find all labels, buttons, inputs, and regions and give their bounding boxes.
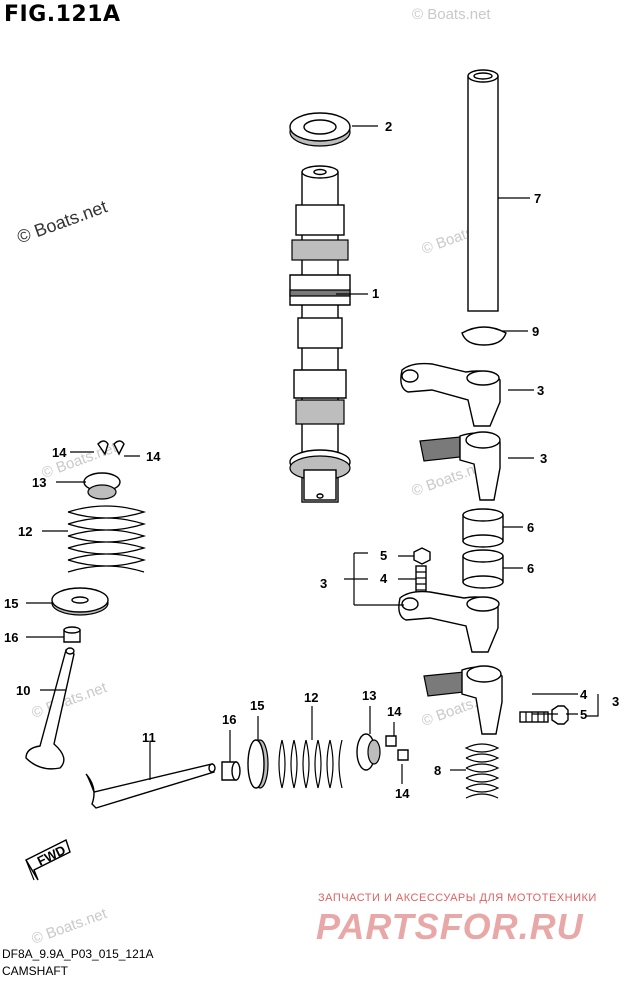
fwd-arrow (25, 839, 71, 881)
adjusting-screw (519, 711, 549, 723)
shop-tagline: ЗАПЧАСТИ И АКСЕССУАРЫ ДЛЯ МОТОТЕХНИКИ (318, 892, 597, 904)
callout-3: 3 (612, 694, 619, 709)
callout-14: 14 (146, 449, 161, 464)
callout-3: 3 (537, 383, 544, 398)
callout-16: 16 (4, 630, 18, 645)
callout-13: 13 (32, 475, 46, 490)
diagram-code: DF8A_9.9A_P03_015_121A (2, 947, 154, 961)
callout-4: 4 (380, 571, 388, 586)
nut (413, 547, 431, 565)
nut (551, 705, 569, 725)
spring-seat (51, 587, 109, 616)
callout-6: 6 (527, 520, 534, 535)
callout-12: 12 (18, 524, 32, 539)
shop-logo: PARTSFOR.RU (316, 906, 584, 947)
valve-intake (85, 763, 216, 809)
callout-7: 7 (534, 191, 541, 206)
tappet (462, 508, 504, 548)
valve-exhaust (25, 647, 75, 770)
valve-stem-seal (221, 761, 241, 781)
valve-spring (67, 505, 146, 573)
camshaft (289, 165, 351, 503)
rocker-arm (419, 431, 501, 501)
diagram-name: CAMSHAFT (2, 964, 68, 978)
fwd-label: FWD (35, 842, 68, 868)
watermark: © Boats.net (412, 6, 491, 23)
rocker-arm (400, 362, 501, 427)
callout-14: 14 (395, 786, 410, 801)
oil-seal (289, 112, 351, 147)
spring-retainer (83, 472, 121, 500)
rocker-arm (398, 590, 500, 653)
valve-spring (464, 743, 500, 799)
callout-4: 4 (580, 687, 588, 702)
callout-2: 2 (385, 119, 392, 134)
adjusting-screw (415, 565, 427, 595)
valve-cotter (385, 735, 409, 761)
pushrod-tube (467, 69, 499, 312)
callout-15: 15 (250, 698, 264, 713)
callout-6: 6 (527, 561, 534, 576)
spring-retainer (356, 733, 381, 771)
valve-spring (278, 739, 343, 789)
callout-3: 3 (540, 451, 547, 466)
callout-3: 3 (320, 576, 327, 591)
tappet (462, 549, 504, 589)
callout-8: 8 (434, 763, 441, 778)
gasket (461, 326, 507, 346)
leader-lines (26, 125, 599, 784)
callout-11: 11 (142, 730, 156, 745)
callout-10: 10 (16, 683, 30, 698)
spring-seat (247, 739, 269, 789)
callout-5: 5 (380, 548, 387, 563)
callout-14: 14 (387, 704, 402, 719)
callout-14: 14 (52, 445, 67, 460)
valve-cotter (97, 440, 125, 456)
callout-16: 16 (222, 712, 236, 727)
rocker-arm (423, 665, 503, 735)
callout-9: 9 (532, 324, 539, 339)
callout-15: 15 (4, 596, 18, 611)
callout-1: 1 (372, 286, 379, 301)
callout-5: 5 (580, 707, 587, 722)
callout-13: 13 (362, 688, 376, 703)
valve-stem-seal (63, 626, 81, 643)
figure-title: FIG.121A (4, 2, 121, 27)
callout-12: 12 (304, 690, 318, 705)
